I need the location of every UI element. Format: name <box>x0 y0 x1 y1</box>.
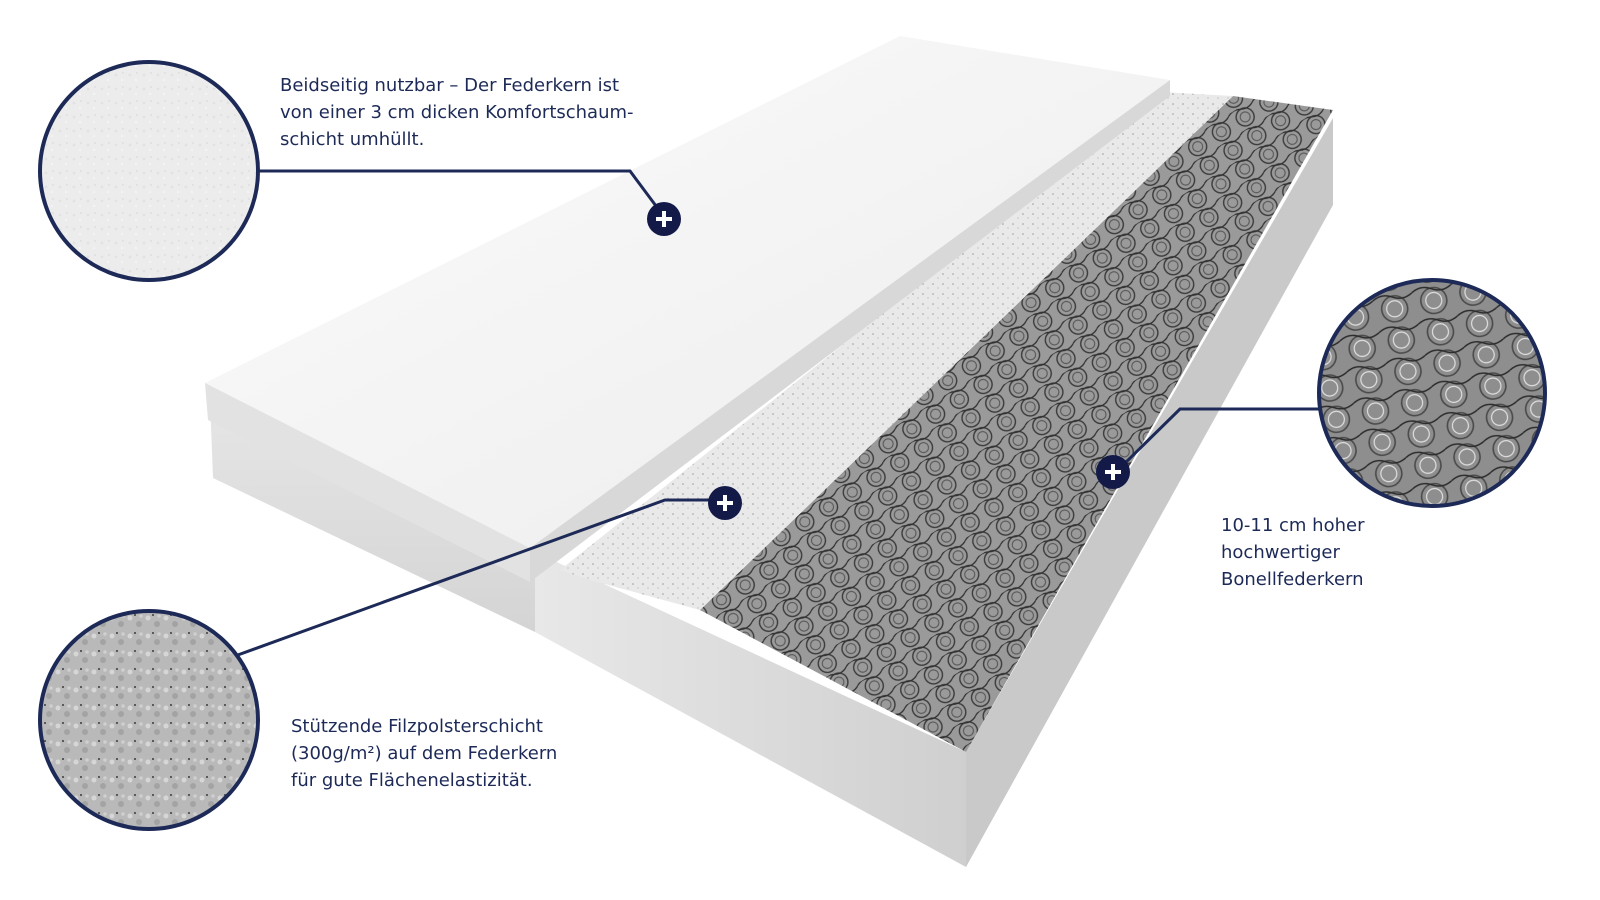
caption-line: 10-11 cm hoher <box>1221 515 1365 536</box>
zoom-circle-foam <box>38 60 260 282</box>
leader-line-foam <box>258 169 664 215</box>
caption-spring-core: 10-11 cm hoher hochwertiger Bonellfederk… <box>1221 512 1364 593</box>
leader-lines <box>234 169 1319 658</box>
caption-line: hochwertiger <box>1221 542 1340 563</box>
caption-line: Bonellfederkern <box>1221 569 1364 590</box>
foam-top-surface <box>205 36 1170 548</box>
mattress-right-face <box>966 118 1333 867</box>
spring-core-area <box>700 96 1333 752</box>
leader-line-felt <box>234 498 720 658</box>
felt-layer-area <box>560 92 1233 610</box>
caption-line: Stützende Filzpolsterschicht <box>291 716 543 737</box>
caption-felt-layer: Stützende Filzpolsterschicht (300g/m²) a… <box>291 713 557 794</box>
foam-slab-edge <box>205 383 530 582</box>
mattress <box>205 36 1333 867</box>
plus-circle-icon[interactable] <box>647 202 681 236</box>
plus-circle-icon[interactable] <box>708 486 742 520</box>
caption-line: von einer 3 cm dicken Komfortschaum- <box>280 102 634 123</box>
caption-line: schicht umhüllt. <box>280 129 425 150</box>
leader-line-springs <box>1116 407 1319 472</box>
mattress-front-face <box>535 552 966 867</box>
zoom-circle-felt <box>38 609 260 831</box>
caption-line: (300g/m²) auf dem Federkern <box>291 743 558 764</box>
plus-circle-icon[interactable] <box>1096 455 1130 489</box>
caption-line: Beidseitig nutzbar – Der Federkern ist <box>280 75 620 96</box>
caption-line: für gute Flächenelastizität. <box>291 770 533 791</box>
foam-slab-side <box>530 80 1170 582</box>
caption-foam-layer: Beidseitig nutzbar – Der Federkern ist v… <box>280 72 634 153</box>
zoom-circle-springs <box>1317 278 1547 508</box>
